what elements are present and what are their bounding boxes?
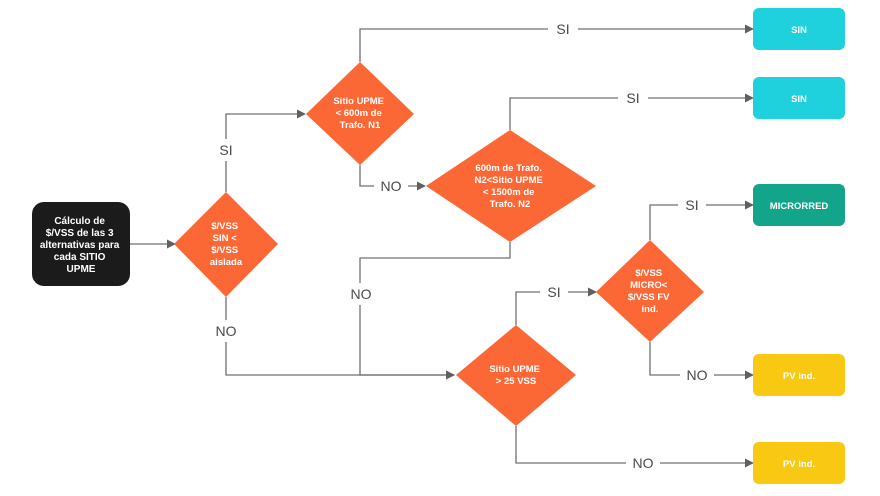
start-node-text: Cálculo de $/VSS de las 3 alternativas p… bbox=[40, 216, 122, 275]
connector-d4-to-d5 bbox=[515, 287, 597, 325]
outcome-pv-ind-upper-label: PV ind. bbox=[783, 371, 815, 382]
decision-node-600m-trafo-n1[interactable]: Sitio UPME < 600m de Trafo. N1 bbox=[306, 62, 414, 165]
connector-d5-to-micro bbox=[649, 200, 754, 240]
edge-label-d1-yes: SI bbox=[219, 142, 232, 158]
connector-d5-to-pv1 bbox=[649, 342, 754, 380]
edge-label-d5-no: NO bbox=[687, 367, 708, 383]
edge-label-d2-no: NO bbox=[381, 178, 402, 194]
edge-label-d4-no: NO bbox=[633, 455, 654, 471]
connector-d1-to-d2 bbox=[225, 109, 306, 192]
edge-label-d3-no: NO bbox=[351, 286, 372, 302]
edge-label-d3-yes: SI bbox=[626, 90, 639, 106]
decision-d2-text: Sitio UPME < 600m de Trafo. N1 bbox=[333, 96, 386, 131]
outcome-microrred-label: MICRORRED bbox=[770, 201, 829, 212]
decision-node-1500m-trafo-n2[interactable]: 600m de Trafo. N2<Sitio UPME < 1500m de … bbox=[426, 130, 596, 242]
outcome-pv-ind-lower[interactable]: PV ind. bbox=[753, 442, 845, 484]
decision-d4-text: Sitio UPME > 25 VSS bbox=[489, 364, 542, 387]
outcome-microrred[interactable]: MICRORRED bbox=[753, 184, 845, 226]
connector-d4-to-pv2 bbox=[515, 426, 754, 468]
edge-label-d1-no: NO bbox=[216, 323, 237, 339]
decision-d3-text: 600m de Trafo. N2<Sitio UPME < 1500m de … bbox=[474, 163, 545, 210]
connector-d1-to-d4 bbox=[225, 297, 455, 380]
connector-d2-to-sin1 bbox=[359, 24, 754, 62]
connector-d3-to-sin2 bbox=[509, 93, 754, 130]
outcome-sin-top-label: SIN bbox=[791, 25, 807, 36]
edge-label-d5-yes: SI bbox=[685, 197, 698, 213]
outcome-pv-ind-lower-label: PV ind. bbox=[783, 459, 815, 470]
decision-d5-text: $/VSS MICRO< $/VSS FV ind. bbox=[628, 268, 672, 315]
outcome-pv-ind-upper[interactable]: PV ind. bbox=[753, 354, 845, 396]
decision-node-25-vss[interactable]: Sitio UPME > 25 VSS bbox=[456, 325, 576, 426]
start-node[interactable]: Cálculo de $/VSS de las 3 alternativas p… bbox=[32, 202, 130, 286]
outcome-sin-second-label: SIN bbox=[791, 94, 807, 105]
connector-d3-to-d4 bbox=[359, 242, 511, 380]
decision-node-micro-vs-fv[interactable]: $/VSS MICRO< $/VSS FV ind. bbox=[596, 240, 704, 342]
edge-label-d2-yes: SI bbox=[556, 21, 569, 37]
decision-d1-text: $/VSS SIN < $/VSS aislada bbox=[210, 221, 243, 268]
edge-label-d4-yes: SI bbox=[547, 284, 560, 300]
outcome-sin-top[interactable]: SIN bbox=[753, 8, 845, 50]
decision-node-sin-vs-aislada[interactable]: $/VSS SIN < $/VSS aislada bbox=[174, 192, 278, 297]
outcome-sin-second[interactable]: SIN bbox=[753, 77, 845, 119]
